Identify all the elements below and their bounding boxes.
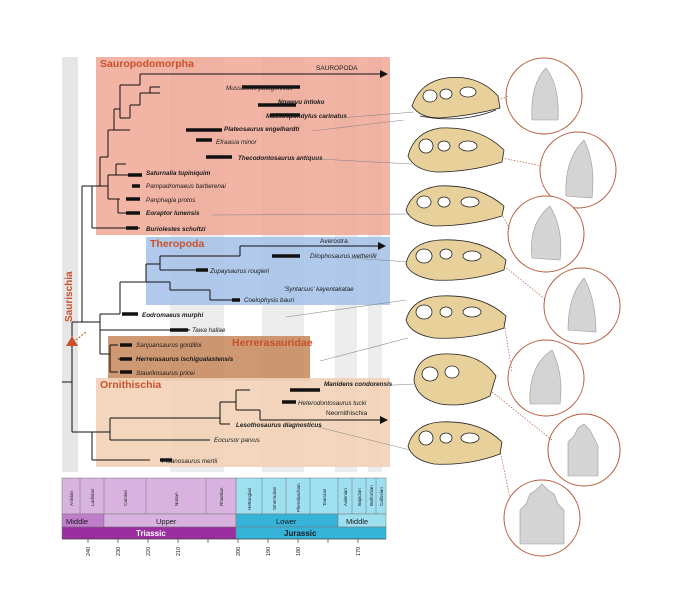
clade-label-sauropodomorpha: Sauropodomorpha [100,58,194,70]
tooth-circle-6 [547,413,621,487]
stage-label: Callovian [379,487,384,506]
epoch-label: Lower [276,517,297,526]
taxon-label: Manidens condorensis [324,381,393,388]
tooth-details [503,57,621,557]
stage-label: Norian [174,492,179,506]
taxon-label: Ngwevu intloko [278,99,325,106]
clade-label-ornithischia: Ornithischia [100,379,161,391]
saurischia-node-marker [66,331,87,346]
skull-2 [407,127,505,173]
clade-label-herrerasauridae: Herrerasauridae [232,337,313,349]
theropoda-box [146,237,390,305]
arrow-label-neornithischia: Neornithischia [326,410,368,417]
arrow-label-sauropoda: SAUROPODA [316,65,358,72]
taxon-label: Staurikosaurus pricei [136,370,195,377]
tooth-connectors [491,95,553,499]
taxon-label: Saturnalia tupiniquim [146,170,211,177]
taxon-label: Heterodontosaurus tucki [298,400,367,407]
age-tick-label: 170 [356,547,362,556]
taxon-label: Sanjuansaurus gordilloi [136,342,202,349]
stage-label: Aalenian [343,488,348,506]
clade-arrows [378,70,388,424]
tooth-circle-1 [505,57,583,135]
taxon-label: Buriolestes schultzi [146,226,206,233]
age-tick-label: 220 [146,547,152,556]
age-tick-label: 230 [116,547,122,556]
age-tick-label: 210 [176,547,182,556]
taxon-label: Tawa hallae [192,327,226,334]
ornithischia-box [96,378,390,467]
taxon-label: Zupaysaurus rougieri [209,268,270,275]
stage-label: Hettangian [247,487,252,510]
skull-5 [405,295,507,339]
age-tick-label: 240 [86,547,92,556]
taxon-label: Panphagia protos [146,197,196,204]
tooth-circle-3 [507,195,585,273]
range-bars [120,85,320,462]
stage-labels: Anisian Ladinian Carnian Norian Rhaetian… [69,483,384,512]
skull-connectors [211,111,415,451]
taxon-label: Efraasia minor [216,139,257,146]
stage-label: Pliensbachian [296,483,301,512]
taxon-label: Eoraptor lunensis [146,210,200,217]
epoch-label: Middle [346,517,368,526]
stage-label: Rhaetian [219,487,224,506]
age-tick-label: 190 [266,547,272,556]
stage-label: Ladinian [90,488,95,506]
skull-illustrations [405,77,507,465]
clade-label-theropoda: Theropoda [150,238,204,250]
taxon-labels: Mussaurus patagonicus Ngwevu intloko Mas… [136,85,393,465]
herrerasauridae-box [108,336,310,381]
tooth-circle-7 [503,479,581,557]
stage-label: Toarcian [322,488,327,506]
skull-7 [407,421,503,465]
period-label-jurassic: Jurassic [284,529,317,538]
period-label-triassic: Triassic [136,529,166,538]
stage-label: Carnian [123,489,128,506]
taxon-label: Coelophysis bauri [244,297,295,304]
taxon-label: Eocursor parvus [214,437,261,444]
age-tick-labels: 240 230 220 210 200 190 180 170 [86,547,362,556]
skull-4 [405,239,507,281]
clade-boxes [96,57,390,467]
taxon-label: Dilophosaurus wetherilli [310,253,377,260]
stage-label: Bathonian [369,485,374,506]
age-ticks [62,538,386,543]
geologic-timescale [61,477,387,540]
stage-label: Anisian [69,490,74,506]
age-tick-label: 180 [296,547,302,556]
taxon-label: Thecodontosaurus antiquus [238,155,323,162]
arrow-label-averostra: Averostra [320,238,348,245]
tooth-circle-5 [507,339,585,417]
taxon-label: Massospondylus carinatus [266,113,347,120]
skull-3 [405,185,505,227]
taxon-label: Pampadromaeus barberenai [146,183,226,190]
taxon-label: Mussaurus patagonicus [226,85,293,92]
taxon-label: 'Syntarsus' kayentakatae [284,286,354,293]
tooth-circle-2 [539,131,617,209]
clade-label-saurischia: Saurischia [64,271,75,322]
taxon-label: Pisanosaurus mertii [162,458,218,465]
taxon-label: Herrerasaurus ischigualastensis [136,356,234,363]
taxon-label: Plateosaurus engelhardti [224,126,299,133]
skull-6 [413,353,497,406]
stage-label: Sinemurian [272,486,277,510]
age-tick-label: 200 [236,547,242,556]
stage-label: Bajocian [357,488,362,506]
tooth-circle-4 [543,267,621,345]
tree-branches [62,73,380,461]
epoch-label: Middle [66,517,88,526]
skull-1 [411,77,501,120]
taxon-label: Eodromaeus murphi [142,312,203,319]
taxon-label: Lesothosaurus diagnosticus [236,422,322,429]
epoch-label: Upper [156,517,177,526]
